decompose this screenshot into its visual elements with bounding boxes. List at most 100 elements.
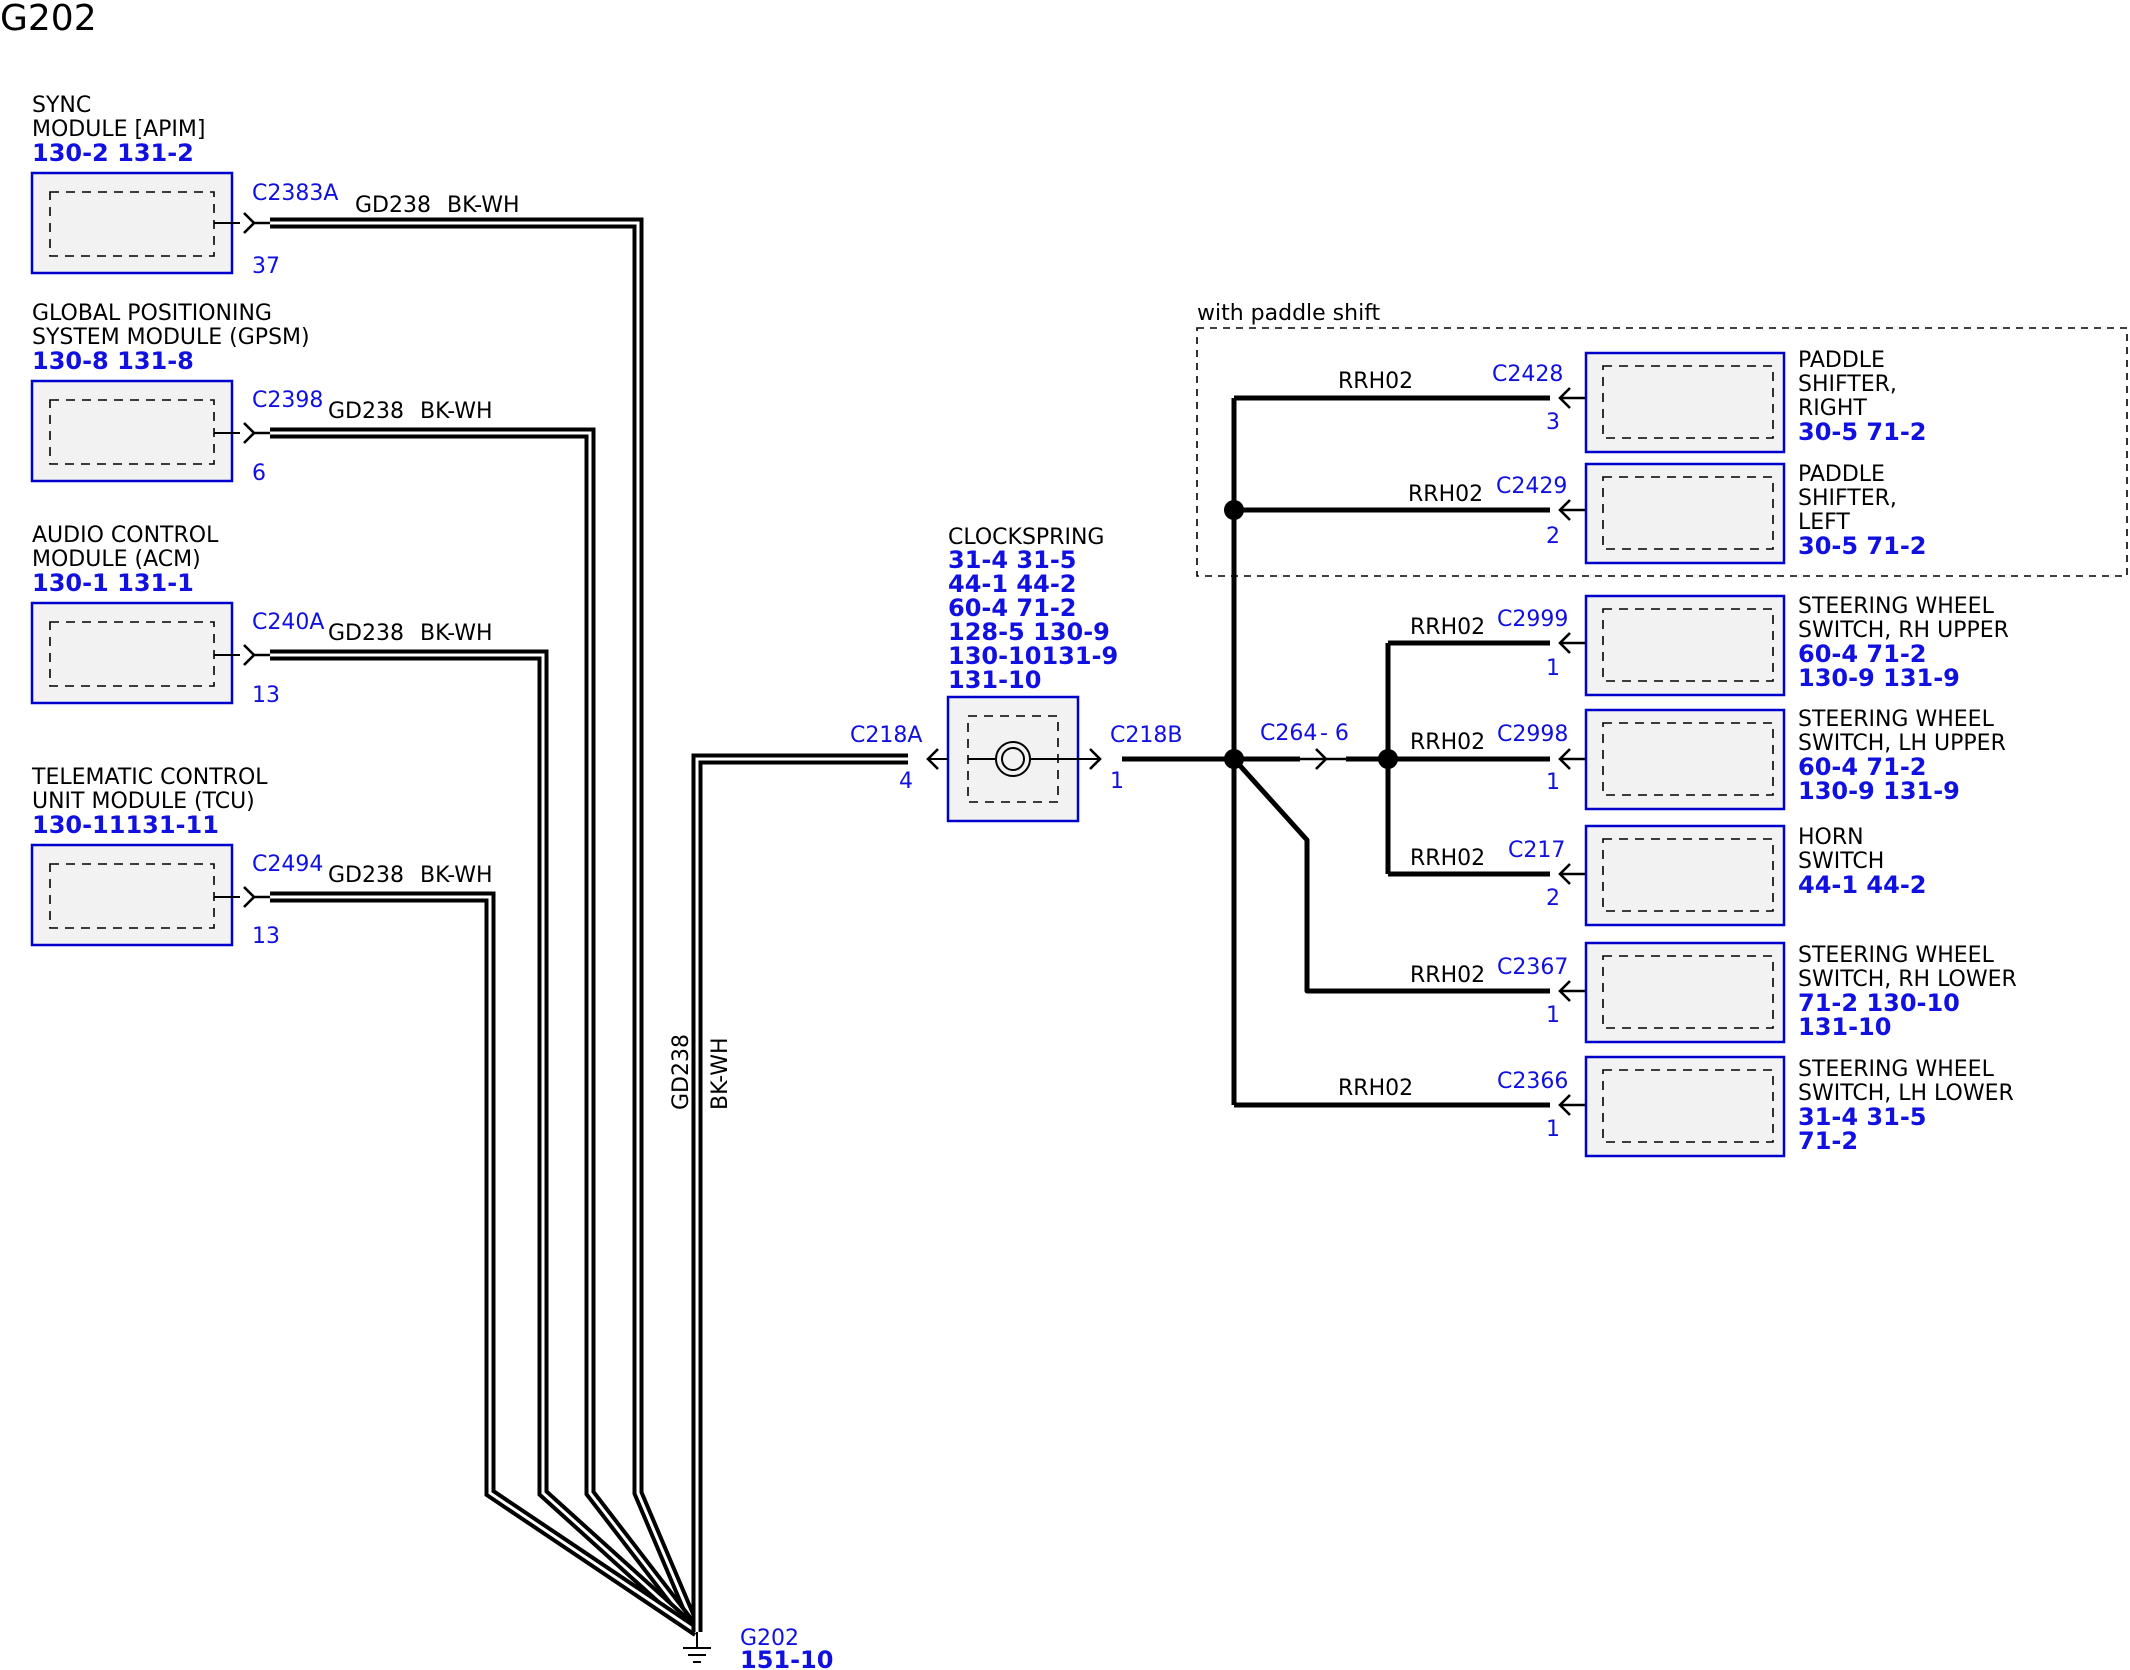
clockspring-ref: 128-5 130-9 [948, 618, 1110, 646]
module-name-line: AUDIO CONTROL [32, 523, 219, 548]
connector-arrow-icon [1558, 863, 1586, 885]
connector-arrow-icon [243, 212, 270, 234]
circuit-id: RRH02 [1338, 1076, 1413, 1101]
module-box [1584, 824, 1786, 927]
connector-id: C2999 [1497, 607, 1568, 632]
circuit-id: GD238 [328, 621, 404, 646]
wire-color: BK-WH [447, 193, 520, 218]
module-inner-outline [1602, 838, 1774, 912]
pin-number: 2 [1546, 886, 1560, 911]
module-name-line: STEERING WHEEL [1798, 943, 1995, 968]
circuit-id: RRH02 [1410, 846, 1485, 871]
module-name-line: STEERING WHEEL [1798, 1057, 1995, 1082]
module-inner-outline [1602, 1069, 1774, 1143]
circuit-id: GD238 [355, 193, 431, 218]
ground-wire-color: BK-WH [708, 1037, 733, 1110]
module-acm[interactable]: AUDIO CONTROL MODULE (ACM) 130-1 131-1 C… [30, 523, 493, 708]
module-sw-switch-rh-lower[interactable]: RRH02 C2367 1 STEERING WHEEL SWITCH, RH … [1410, 941, 2017, 1044]
clockspring-ref: 44-1 44-2 [948, 570, 1076, 598]
clockspring-coil-inner [1001, 747, 1025, 771]
module-sync-apim[interactable]: SYNC MODULE [APIM] 130-2 131-2 C2383A 37… [30, 93, 520, 279]
rrh02-wiring [1122, 395, 1550, 1108]
ground-wires [270, 217, 908, 1637]
module-paddle-shifter-right[interactable]: RRH02 C2428 3 PADDLE SHIFTER, RIGHT 30-5… [1338, 348, 1926, 454]
module-refs: 130-2 131-2 [32, 139, 194, 167]
module-name-line: SWITCH, LH UPPER [1798, 731, 2006, 756]
module-refs: 71-2 130-10 [1798, 989, 1960, 1017]
clockspring-ref: 130-10131-9 [948, 642, 1118, 670]
module-box [1584, 351, 1786, 454]
pin-number: 1 [1546, 1003, 1560, 1028]
pin-number: - 6 [1320, 721, 1349, 746]
circuit-id: RRH02 [1410, 730, 1485, 755]
inline-connector-c264[interactable]: C264 - 6 [1260, 721, 1349, 770]
connector-id: C217 [1508, 838, 1565, 863]
pin-number: 13 [252, 683, 280, 708]
circuit-id: RRH02 [1410, 615, 1485, 640]
module-name-line: SWITCH [1798, 849, 1884, 874]
module-name-line: SWITCH, RH LOWER [1798, 967, 2017, 992]
paddle-shift-group-label: with paddle shift [1197, 301, 1381, 326]
module-refs: 130-1 131-1 [32, 569, 194, 597]
module-refs: 130-8 131-8 [32, 347, 194, 375]
module-refs: 44-1 44-2 [1798, 871, 1926, 899]
splice-dot [1224, 749, 1244, 769]
module-sw-switch-lh-lower[interactable]: RRH02 C2366 1 STEERING WHEEL SWITCH, LH … [1338, 1055, 2014, 1158]
module-horn-switch[interactable]: RRH02 C217 2 HORN SWITCH 44-1 44-2 [1410, 824, 1926, 927]
pin-number: 2 [1546, 524, 1560, 549]
wire-gd238-clockspring [691, 753, 908, 1632]
connector-id: C2429 [1496, 474, 1567, 499]
ground-label: G202 [740, 1626, 799, 1651]
module-name-line: SWITCH, LH LOWER [1798, 1081, 2014, 1106]
module-tcu[interactable]: TELEMATIC CONTROL UNIT MODULE (TCU) 130-… [30, 765, 493, 949]
module-box [30, 601, 234, 705]
module-refs: 60-4 71-2 [1798, 753, 1926, 781]
module-name-line: HORN [1798, 825, 1864, 850]
module-name-line: MODULE [APIM] [32, 117, 205, 142]
module-box [1584, 594, 1786, 697]
module-refs: 131-10 [1798, 1013, 1891, 1041]
wire-color: BK-WH [420, 863, 493, 888]
connector-arrow-icon [243, 644, 270, 666]
module-refs: 130-9 131-9 [1798, 777, 1960, 805]
clockspring[interactable]: CLOCKSPRING 31-4 31-5 44-1 44-2 60-4 71-… [850, 525, 1182, 823]
module-inner-outline [1602, 476, 1774, 550]
module-name-line: GLOBAL POSITIONING [32, 301, 272, 326]
module-inner-outline [1602, 722, 1774, 796]
module-refs: 60-4 71-2 [1798, 640, 1926, 668]
module-inner-outline [1602, 608, 1774, 682]
module-name-line: SWITCH, RH UPPER [1798, 618, 2009, 643]
pin-number: 1 [1546, 656, 1560, 681]
connector-id: C2998 [1497, 722, 1568, 747]
wire-to-c2367 [1232, 757, 1550, 994]
module-name-line: PADDLE [1798, 348, 1885, 373]
pin-number: 6 [252, 461, 266, 486]
pin-number: 1 [1110, 769, 1124, 794]
module-box [1584, 708, 1786, 811]
connector-arrow-icon [243, 422, 270, 444]
module-gpsm[interactable]: GLOBAL POSITIONING SYSTEM MODULE (GPSM) … [30, 301, 493, 486]
connector-id: C218B [1110, 723, 1182, 748]
connector-arrow-icon [1558, 499, 1586, 521]
module-refs: 71-2 [1798, 1127, 1858, 1155]
module-name-line: MODULE (ACM) [32, 547, 201, 572]
module-inner-outline [1602, 955, 1774, 1029]
circuit-id: RRH02 [1338, 369, 1413, 394]
connector-id: C240A [252, 610, 324, 635]
module-name-line: SYSTEM MODULE (GPSM) [32, 325, 310, 350]
paddle-shift-group [1196, 327, 2128, 577]
pin-number: 4 [899, 769, 913, 794]
connector-id: C2383A [252, 181, 338, 206]
module-refs: 30-5 71-2 [1798, 418, 1926, 446]
connector-id: C264 [1260, 721, 1317, 746]
page-title: G202 [0, 0, 97, 39]
clockspring-name: CLOCKSPRING [948, 525, 1104, 550]
module-sw-switch-rh-upper[interactable]: RRH02 C2999 1 STEERING WHEEL SWITCH, RH … [1410, 594, 2009, 697]
module-name-line: UNIT MODULE (TCU) [32, 789, 255, 814]
module-sw-switch-lh-upper[interactable]: RRH02 C2998 1 STEERING WHEEL SWITCH, LH … [1410, 707, 2006, 811]
pin-number: 37 [252, 254, 280, 279]
connector-arrow-icon [1558, 387, 1586, 409]
clockspring-ref: 60-4 71-2 [948, 594, 1076, 622]
module-name-line: LEFT [1798, 510, 1850, 535]
module-paddle-shifter-left[interactable]: RRH02 C2429 2 PADDLE SHIFTER, LEFT 30-5 … [1408, 462, 1926, 565]
